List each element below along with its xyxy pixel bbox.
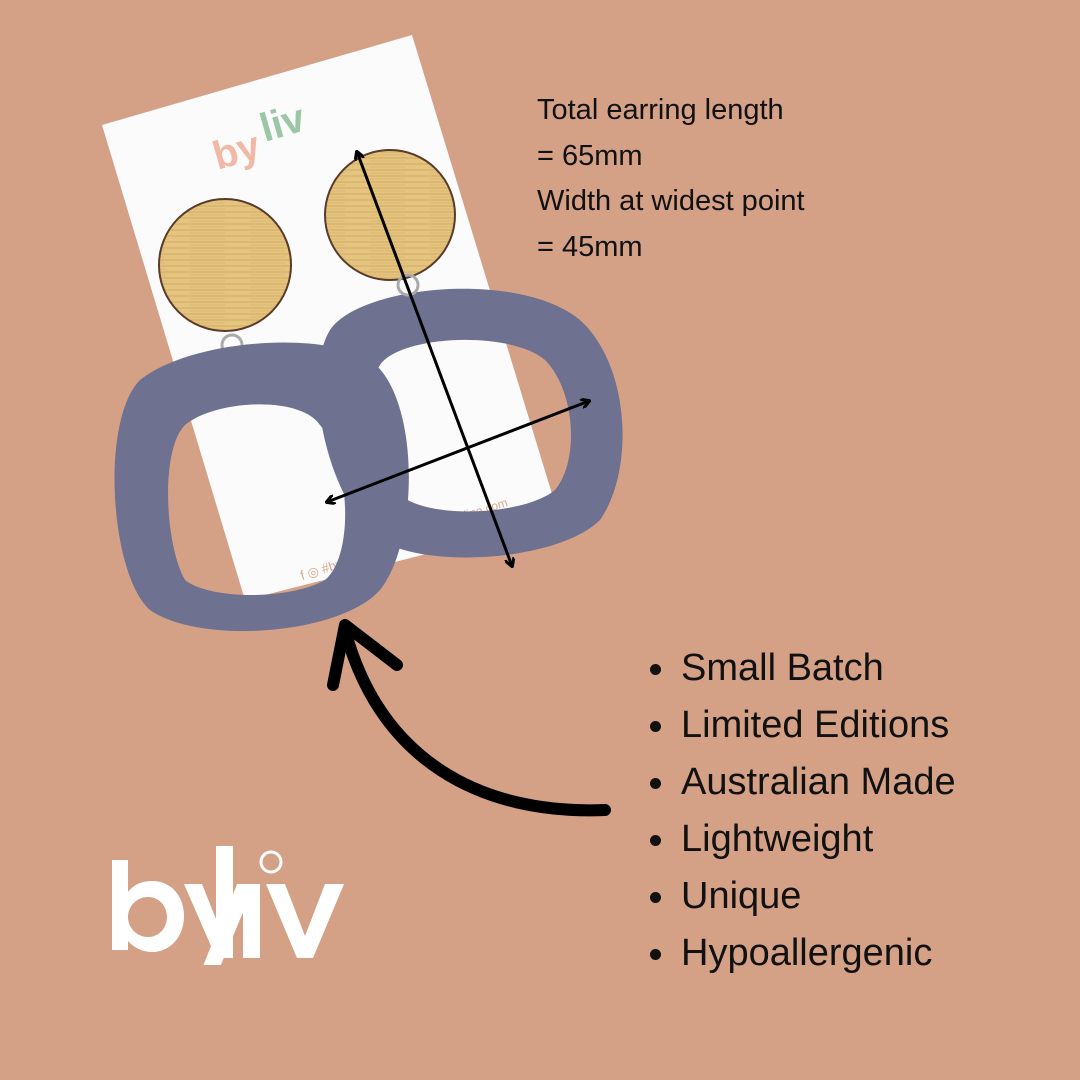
feature-item: Limited Editions [648, 697, 956, 754]
width-arrow [327, 401, 589, 502]
curved-pointer-arrow [339, 624, 611, 817]
spec-line: = 45mm [537, 230, 643, 263]
feature-item: Lightweight [648, 811, 956, 868]
byliv-logo [112, 846, 344, 965]
feature-item: Small Batch [648, 640, 956, 697]
feature-item: Australian Made [648, 754, 956, 811]
feature-item: Hypoallergenic [648, 925, 956, 982]
feature-list: Small Batch Limited Editions Australian … [648, 640, 956, 982]
spec-line: Width at widest point [537, 185, 805, 217]
dimensions-text: Total earring length = 65mm Width at wid… [537, 88, 805, 270]
spec-line: Total earring length [537, 94, 784, 126]
curved-pointer-arrowhead [327, 619, 403, 691]
wood-stud-left [158, 198, 292, 332]
spec-line: = 65mm [537, 139, 643, 172]
wood-stud-right [324, 149, 456, 281]
feature-item: Unique [648, 868, 956, 925]
